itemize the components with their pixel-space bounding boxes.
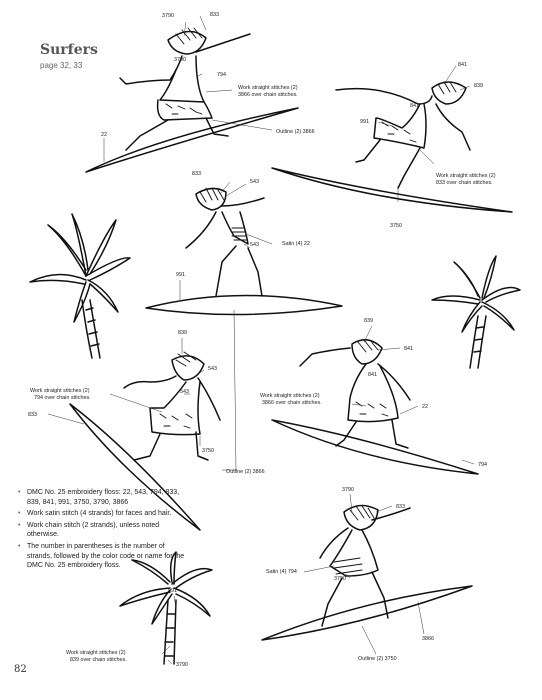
label-s6-3790: 3790: [334, 576, 346, 582]
label-s2-839: 839: [474, 83, 483, 89]
label-s3-satin: Satin (4) 22: [282, 241, 310, 247]
instruction-item: The number in parentheses is the number …: [18, 542, 188, 571]
label-palm-ws-b: 839 over chain stitches.: [70, 657, 127, 663]
label-s1-ws-b: 3866 over chain stitches.: [238, 92, 298, 98]
label-s3-833: 833: [192, 171, 201, 177]
label-s1-3790-top: 3790: [162, 13, 174, 19]
label-s4-543b: 543: [180, 389, 189, 395]
label-s2-3750: 3750: [390, 223, 402, 229]
surfer-5: [271, 339, 479, 475]
label-s3-991: 991: [176, 272, 185, 278]
palm-tree-right: [431, 255, 521, 369]
label-s4-839: 839: [178, 330, 187, 336]
palm-tree-left: [29, 213, 131, 359]
label-s5-841-top: 841: [404, 346, 413, 352]
label-s5-839: 839: [364, 318, 373, 324]
label-s6-3866: 3866: [422, 636, 434, 642]
label-s2-991: 991: [360, 119, 369, 125]
label-s1-833: 833: [210, 12, 219, 18]
label-s3-543b: 543: [250, 242, 259, 248]
label-s6-satin: Satin (4) 794: [266, 569, 297, 575]
surfer-3: [145, 187, 343, 316]
instruction-item: DMC No. 25 embroidery floss: 22, 543, 79…: [18, 488, 188, 507]
label-s4-3750: 3750: [202, 448, 214, 454]
label-s5-794: 794: [478, 462, 487, 468]
label-s6-outline: Outline (2) 3750: [358, 656, 397, 662]
label-s1-794: 794: [217, 72, 226, 78]
label-s2-ws-b: 833 over chain stitches.: [436, 180, 493, 186]
instructions-list: DMC No. 25 embroidery floss: 22, 543, 79…: [18, 488, 188, 573]
label-s1-ws-a: Work straight stitches (2): [238, 85, 298, 91]
leader-lines: [47, 15, 475, 665]
stitch-labels: 3790 833 3790 794 Work straight stitches…: [28, 12, 496, 668]
label-s1-22: 22: [101, 132, 107, 138]
label-s2-841-mid: 841: [410, 103, 419, 109]
page-reference: page 32, 33: [40, 61, 83, 70]
label-s5-841-mid: 841: [368, 372, 377, 378]
instruction-item: Work satin stitch (4 strands) for faces …: [18, 509, 188, 519]
label-s2-841-top: 841: [458, 62, 467, 68]
label-s6-833: 833: [396, 504, 405, 510]
page-title: Surfers: [40, 42, 98, 58]
label-s4-outline: Outline (2) 3866: [226, 469, 265, 475]
surfer-2: [271, 81, 513, 213]
label-s5-ws-a: Work straight stitches (2): [260, 393, 320, 399]
label-s2-ws-a: Work straight stitches (2): [436, 173, 496, 179]
palm-tree-bottom: [119, 551, 213, 665]
page-number: 82: [14, 664, 27, 675]
surfer-6: [261, 504, 473, 641]
label-s1-3790-mid: 3790: [174, 57, 186, 63]
label-s5-ws-b: 3866 over chain stitches.: [262, 400, 322, 406]
label-s4-ws-a: Work straight stitches (2): [30, 388, 90, 394]
instruction-item: Work chain stitch (2 strands), unless no…: [18, 521, 188, 540]
label-s4-ws-b: 794 over chain stitches.: [34, 395, 91, 401]
label-s1-outline: Outline (2) 3866: [276, 129, 315, 135]
label-s5-22: 22: [422, 404, 428, 410]
surfer-4: [69, 351, 221, 531]
label-palm-ws-a: Work straight stitches (2): [66, 650, 126, 656]
label-palm-3790: 3790: [176, 662, 188, 668]
label-palm-991: 991: [168, 588, 177, 594]
label-s3-543: 543: [250, 179, 259, 185]
surfer-1: [85, 27, 299, 173]
label-s4-833: 833: [28, 412, 37, 418]
label-s4-543: 543: [208, 366, 217, 372]
label-s6-3790-top: 3790: [342, 487, 354, 493]
